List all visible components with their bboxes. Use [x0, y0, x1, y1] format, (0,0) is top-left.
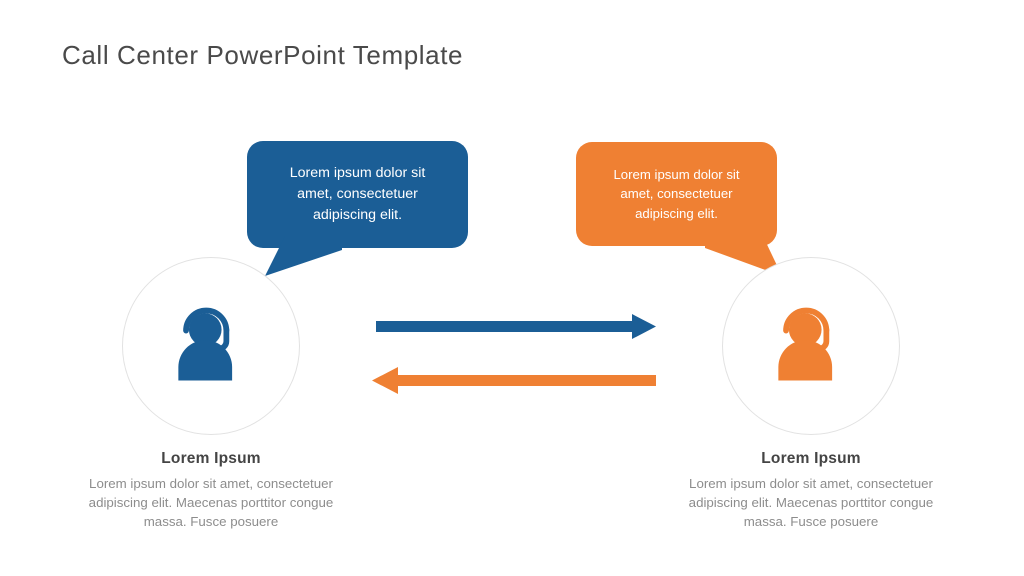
caption-right-title: Lorem Ipsum — [761, 450, 861, 467]
headset-operator-icon — [178, 307, 233, 381]
speech-bubble-left-text: Lorem ipsum dolor sit amet, consectetuer… — [289, 164, 426, 223]
page-title: Call Center PowerPoint Template — [62, 40, 464, 70]
caption-right: Lorem Ipsum Lorem ipsum dolor sit amet, … — [685, 450, 937, 531]
caption-left: Lorem Ipsum Lorem ipsum dolor sit amet, … — [85, 450, 337, 531]
caption-right-body: Lorem ipsum dolor sit amet, consectetuer… — [688, 476, 934, 530]
speech-bubble-left: Lorem ipsum dolor sit amet, consectetuer… — [247, 141, 468, 248]
avatar-circle-left — [122, 257, 300, 435]
caption-left-title: Lorem Ipsum — [161, 450, 261, 467]
headset-operator-icon — [778, 307, 833, 381]
arrow-right-to-left — [372, 367, 656, 394]
avatar-circle-right — [722, 257, 900, 435]
speech-bubble-right: Lorem ipsum dolor sit amet, consectetuer… — [576, 142, 777, 246]
arrow-left-to-right — [376, 314, 656, 339]
speech-bubble-right-text: Lorem ipsum dolor sit amet, consectetuer… — [613, 166, 740, 221]
caption-left-body: Lorem ipsum dolor sit amet, consectetuer… — [88, 476, 334, 530]
